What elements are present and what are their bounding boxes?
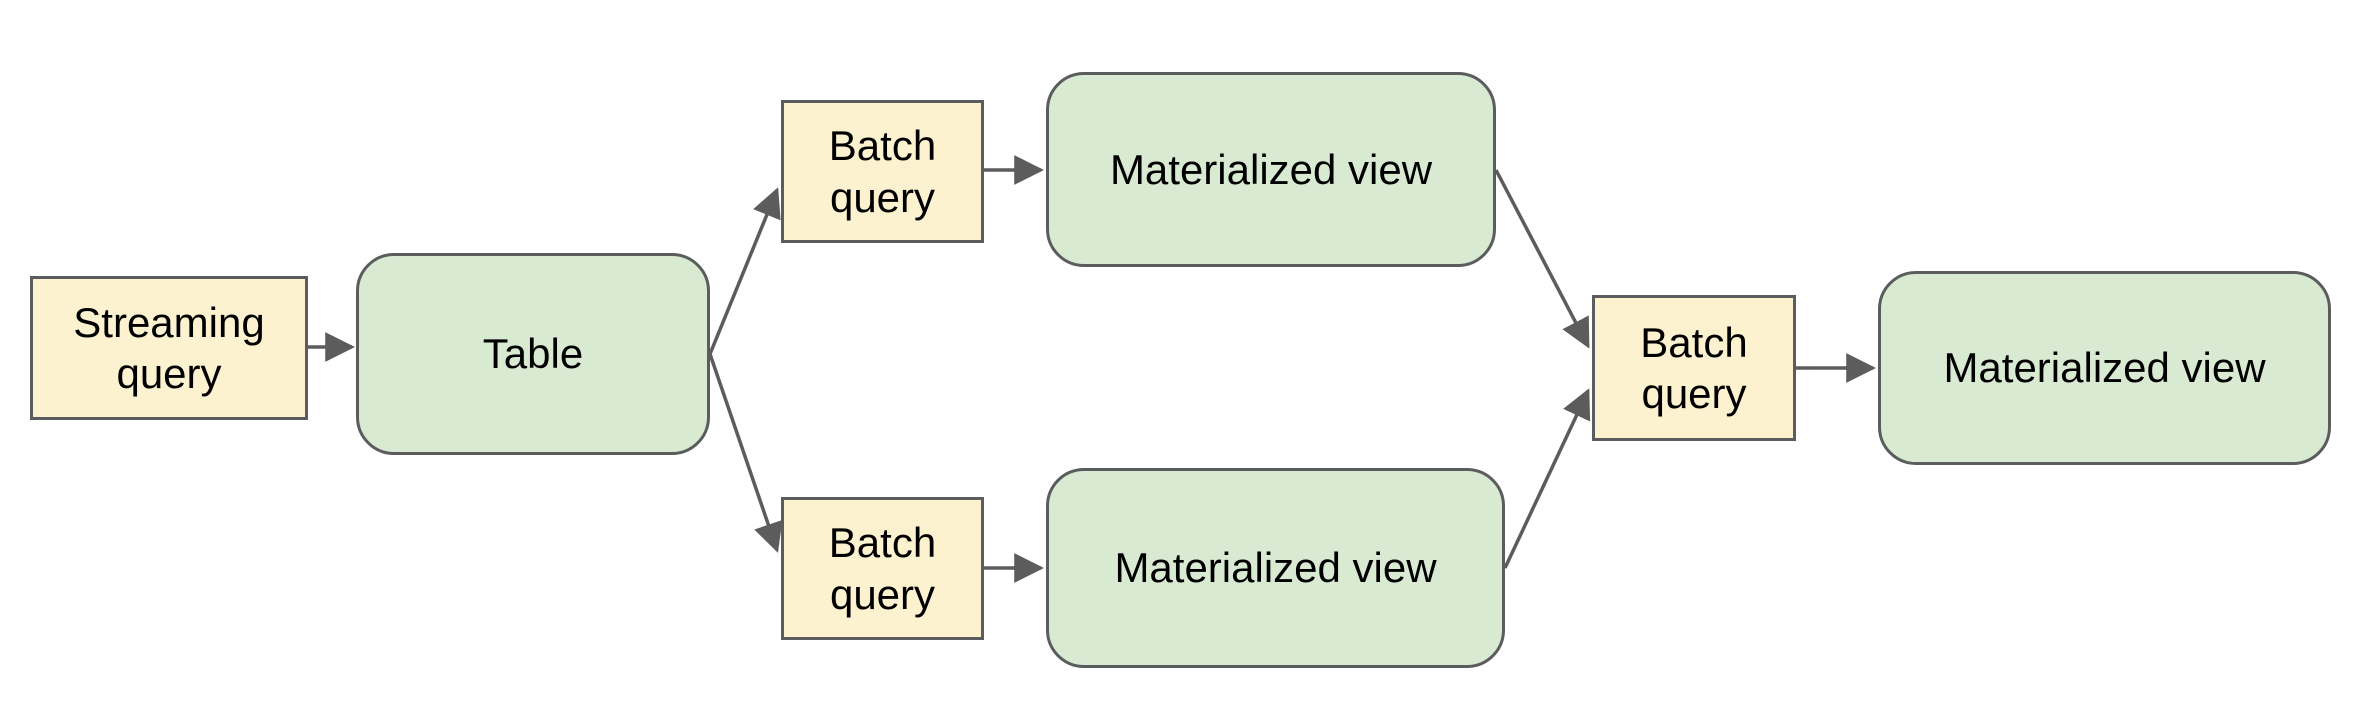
node-streaming-query: Streaming query	[30, 276, 308, 420]
node-batch-query-right: Batch query	[1592, 295, 1796, 441]
node-table-label: Table	[482, 330, 584, 378]
node-materialized-view-top: Materialized view	[1046, 72, 1496, 267]
node-materialized-view-top-label: Materialized view	[1109, 145, 1433, 193]
edge-materialized-view-top-to-batch-query-right	[1494, 169, 1590, 349]
edge-table-to-batch-query-bottom	[708, 353, 783, 553]
node-batch-query-top: Batch query	[781, 100, 984, 243]
node-materialized-view-bottom: Materialized view	[1046, 468, 1505, 668]
node-batch-query-top-label: Batch query	[828, 122, 937, 221]
node-materialized-view-bottom-label: Materialized view	[1114, 544, 1437, 592]
node-materialized-view-right-label: Materialized view	[1943, 344, 2266, 392]
edge-table-to-batch-query-top	[708, 187, 781, 355]
node-table: Table	[356, 253, 710, 455]
node-batch-query-bottom-label: Batch query	[828, 519, 937, 618]
node-batch-query-bottom: Batch query	[781, 497, 984, 640]
node-streaming-query-label: Streaming query	[73, 298, 265, 397]
node-materialized-view-right: Materialized view	[1878, 271, 2331, 465]
node-batch-query-right-label: Batch query	[1640, 318, 1748, 417]
edge-materialized-view-bottom-to-batch-query-right	[1503, 388, 1591, 569]
